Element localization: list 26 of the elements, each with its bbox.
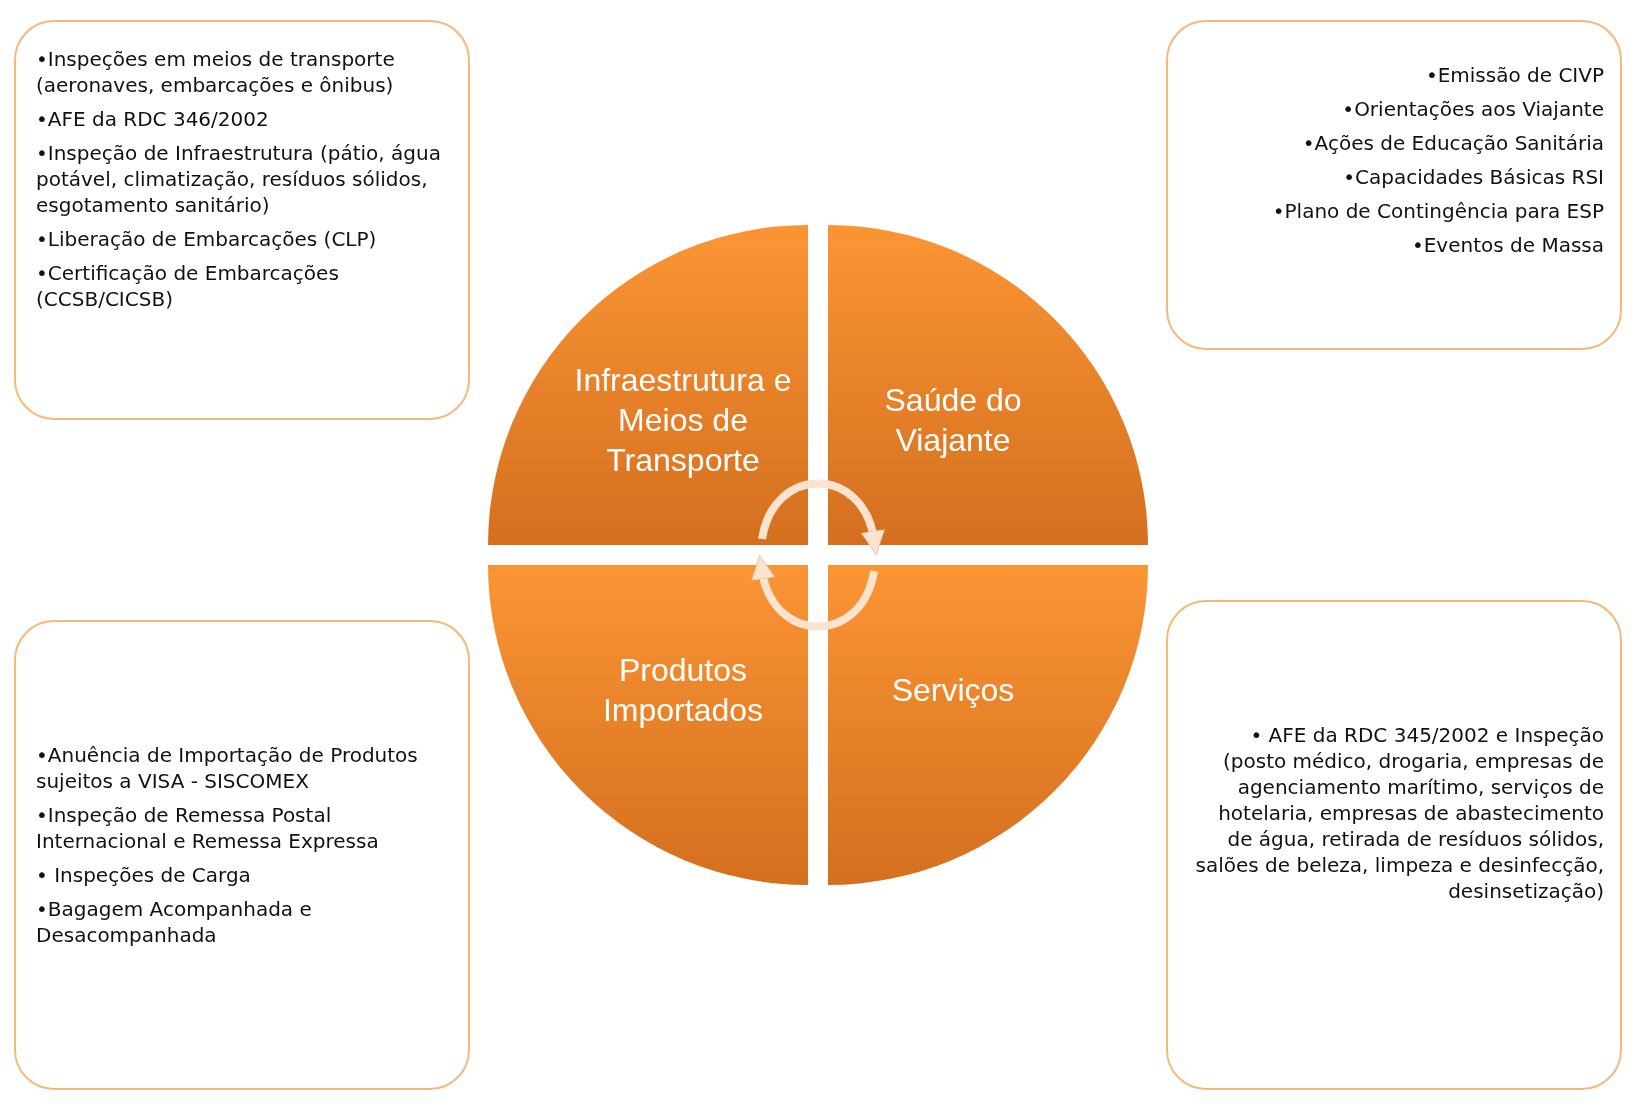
bullet-item: •Orientações aos Viajante xyxy=(1341,96,1604,122)
curved-arrow xyxy=(758,479,884,555)
info-card xyxy=(14,620,470,1090)
bullet-item: •Liberação de Embarcações (CLP) xyxy=(36,226,378,252)
bullet-item: •Inspeções em meios de transporte (aeronaves, embarcações e ônibus) xyxy=(36,46,396,98)
bullet-item: • AFE da RDC 345/2002 e Inspeção (posto médico, drogaria, empresas de agenciamento marítimo, serviços de hotelaria, empresas de abastecimento de água, retirada de resíduos sólidos, salões de beleza, limpeza e desinfecção, desinsetização) xyxy=(1194,722,1604,904)
quadrant-label: Produtos Importados xyxy=(601,651,765,730)
bullet-item: •Certificação de Embarcações (CCSB/CICSB) xyxy=(36,260,340,312)
quadrant-label: Infraestrutura e Meios de Transporte xyxy=(573,361,793,480)
bullet-item: •Ações de Educação Sanitária xyxy=(1301,130,1604,156)
bullet-item: •Emissão de CIVP xyxy=(1424,62,1604,88)
bullet-item: •Anuência de Importação de Produtos sujeitos a VISA - SISCOMEX xyxy=(36,742,419,794)
bullet-item: •Inspeção de Remessa Postal Internacional e Remessa Expressa xyxy=(36,802,380,854)
bullet-item: • Inspeções de Carga xyxy=(36,862,252,888)
bullet-item: •Plano de Contingência para ESP xyxy=(1271,198,1604,224)
bullet-item: •Bagagem Acompanhada e Desacompanhada xyxy=(36,896,313,948)
bullet-item: •Capacidades Básicas RSI xyxy=(1342,164,1604,190)
quadrant-label: Saúde do Viajante xyxy=(883,381,1023,460)
bullet-item: •Inspeção de Infraestrutura (pátio, água potável, climatização, resíduos sólidos, esgotamento sanitário) xyxy=(36,140,442,218)
bullet-item: •AFE da RDC 346/2002 xyxy=(36,106,270,132)
info-card xyxy=(1166,600,1622,1090)
info-card xyxy=(1166,20,1622,350)
curved-arrow xyxy=(752,555,878,631)
quadrant-label: Serviços xyxy=(890,671,1016,710)
bullet-item: •Eventos de Massa xyxy=(1410,232,1604,258)
info-card xyxy=(14,20,470,420)
